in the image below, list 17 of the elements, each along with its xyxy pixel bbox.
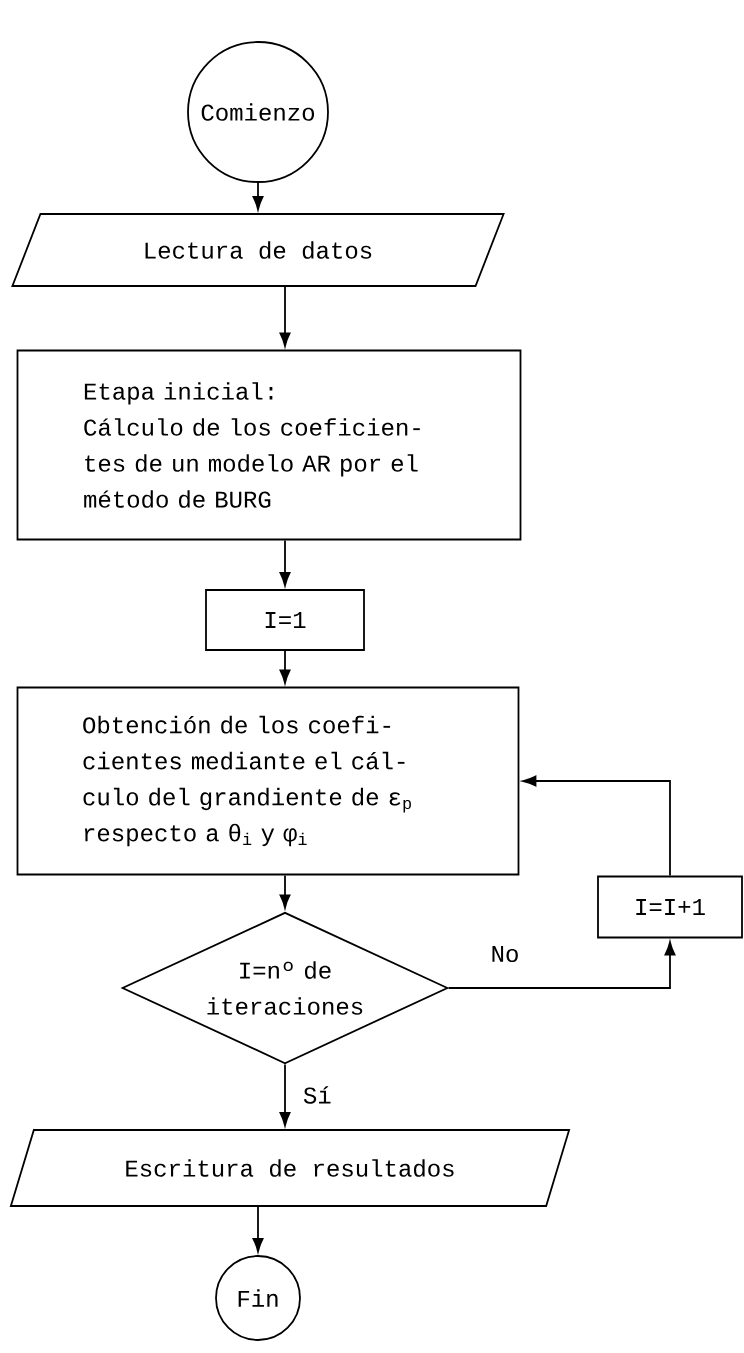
arrow [279, 1063, 291, 1127]
arrow [279, 286, 291, 347]
process-box: Etapa inicial: Cálculo de los coeficien- tes de un modelo AR por el método de BURG [16, 349, 522, 541]
process-box: Obtención de los coefi- cientes mediante el cál- culo del grandiente de ε$_{p}$ respecto a θ$_{i}$ y φ$_{i}$ [16, 686, 520, 876]
edge-label: Sí [300, 1084, 334, 1106]
arrow [522, 775, 671, 877]
arrow [279, 874, 291, 909]
arrow [279, 539, 291, 587]
process-box: I=1 [205, 589, 365, 651]
io-parallelogram: Lectura de datos [11, 213, 505, 287]
arrow [447, 941, 676, 989]
io-parallelogram: Escritura de resultados [9, 1129, 571, 1207]
arrow [279, 650, 291, 684]
arrow [252, 182, 264, 211]
edge-label: No [488, 944, 522, 965]
process-box: I=I+1 [597, 875, 743, 939]
arrow [252, 1206, 264, 1253]
